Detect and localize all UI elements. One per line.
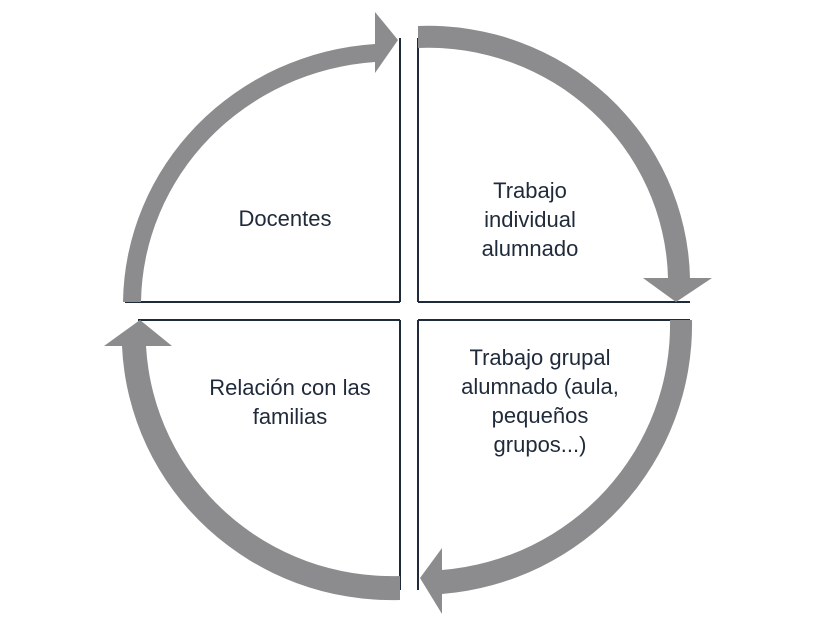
quadrant-label-trabajo-grupal: Trabajo grupal alumnado (aula, pequeños …	[461, 345, 619, 457]
quadrant-label-relacion-familias: Relación con las familias	[209, 375, 371, 429]
arrow-top-left	[123, 12, 398, 302]
arrow-top-right	[418, 25, 712, 302]
quadrant-label-trabajo-individual: Trabajo individual alumnado	[481, 178, 579, 261]
arrow-bottom-left	[104, 320, 400, 601]
arrow-bottom-right	[420, 320, 693, 614]
quadrant-label-docentes: Docentes	[238, 206, 332, 231]
